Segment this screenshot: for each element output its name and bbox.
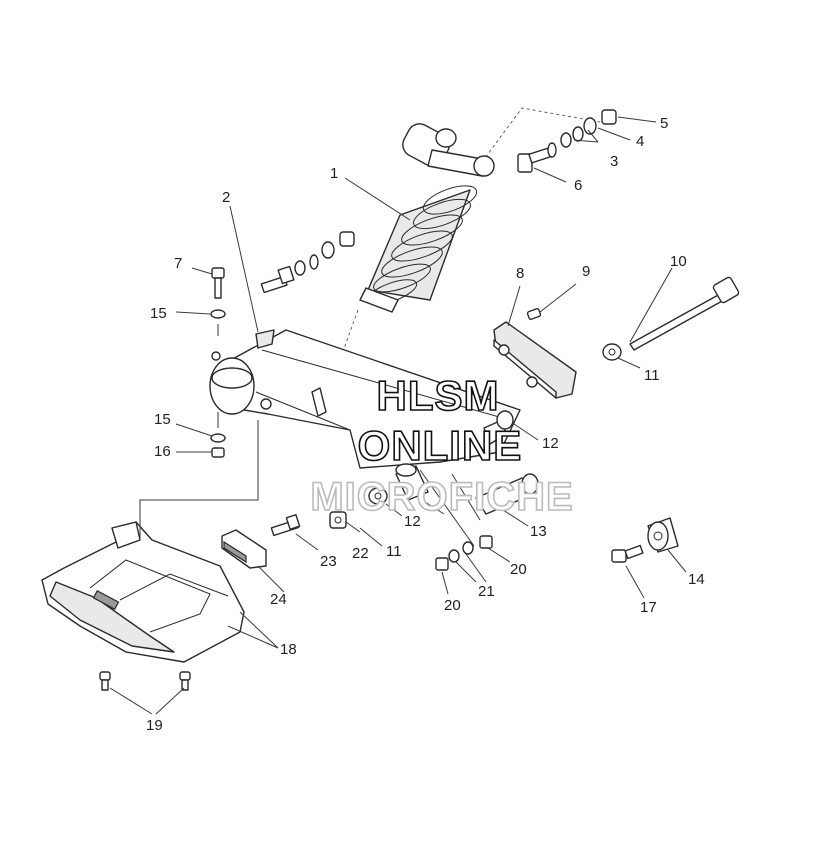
watermark-line-1: HLSM xyxy=(377,372,500,419)
callout-19: 19 xyxy=(146,717,163,734)
callout-10: 10 xyxy=(670,253,687,270)
callout-2: 2 xyxy=(222,189,230,206)
leader-lines xyxy=(109,116,687,715)
skid-plate-bolts xyxy=(99,671,191,691)
bolt-23 xyxy=(270,514,301,537)
shock-bolt-set-right xyxy=(517,109,617,173)
callout-9: 9 xyxy=(582,263,590,280)
collar-21-right xyxy=(462,541,474,555)
callout-3: 3 xyxy=(610,153,618,170)
shock-absorber xyxy=(359,123,495,313)
chain-slider xyxy=(493,321,577,399)
callout-4: 4 xyxy=(636,133,644,150)
callout-5: 5 xyxy=(660,115,668,132)
pivot-pin xyxy=(475,473,539,515)
collar-21-left xyxy=(448,549,460,563)
callout-18: 18 xyxy=(280,641,297,658)
nut-20-right xyxy=(479,535,493,549)
callout-11-right: 11 xyxy=(644,367,660,384)
callout-8: 8 xyxy=(516,265,524,282)
flange-bolt-17 xyxy=(611,544,644,563)
washer-15-lower xyxy=(210,433,226,443)
guide-block xyxy=(221,529,267,569)
washer-11-lower xyxy=(368,487,388,505)
callout-20-right: 20 xyxy=(510,561,527,578)
callout-17: 17 xyxy=(640,599,657,616)
callout-7: 7 xyxy=(174,255,182,272)
watermark-line-3: MICROFICHE xyxy=(310,475,573,519)
callout-16: 16 xyxy=(154,443,171,460)
washer-15-upper xyxy=(210,309,226,319)
callout-1: 1 xyxy=(330,165,338,182)
callout-22: 22 xyxy=(352,545,369,562)
watermark: HLSM ONLINE MICROFICHE xyxy=(310,371,574,520)
bushing-12-upper xyxy=(483,410,514,445)
screw-9 xyxy=(526,308,542,320)
bolt-7 xyxy=(211,267,225,299)
watermark-line-2: ONLINE xyxy=(358,422,523,469)
callout-12-upper: 12 xyxy=(542,435,559,452)
callout-23: 23 xyxy=(320,553,337,570)
callout-6: 6 xyxy=(574,177,582,194)
callout-15-upper: 15 xyxy=(150,305,167,322)
callout-15-lower: 15 xyxy=(154,411,171,428)
callout-13: 13 xyxy=(530,523,547,540)
shock-bolt-set-left xyxy=(260,231,355,294)
nut-16 xyxy=(211,447,225,458)
callout-labels: 1 2 3 4 5 6 7 8 9 10 11 11 12 12 13 14 1… xyxy=(146,115,705,734)
skid-plate xyxy=(41,521,245,663)
callout-21: 21 xyxy=(478,583,495,600)
callout-24: 24 xyxy=(270,591,287,608)
callout-14: 14 xyxy=(688,571,705,588)
bushing-12-lower xyxy=(395,463,429,501)
callout-12-lower: 12 xyxy=(404,513,421,530)
callout-20-left: 20 xyxy=(444,597,461,614)
axle-bolt xyxy=(629,276,740,351)
nut-22 xyxy=(329,511,347,529)
callout-11-lower: 11 xyxy=(386,543,402,560)
mount-bushing xyxy=(647,517,679,553)
nut-20-left xyxy=(435,557,449,571)
washer-11-right xyxy=(602,343,622,361)
